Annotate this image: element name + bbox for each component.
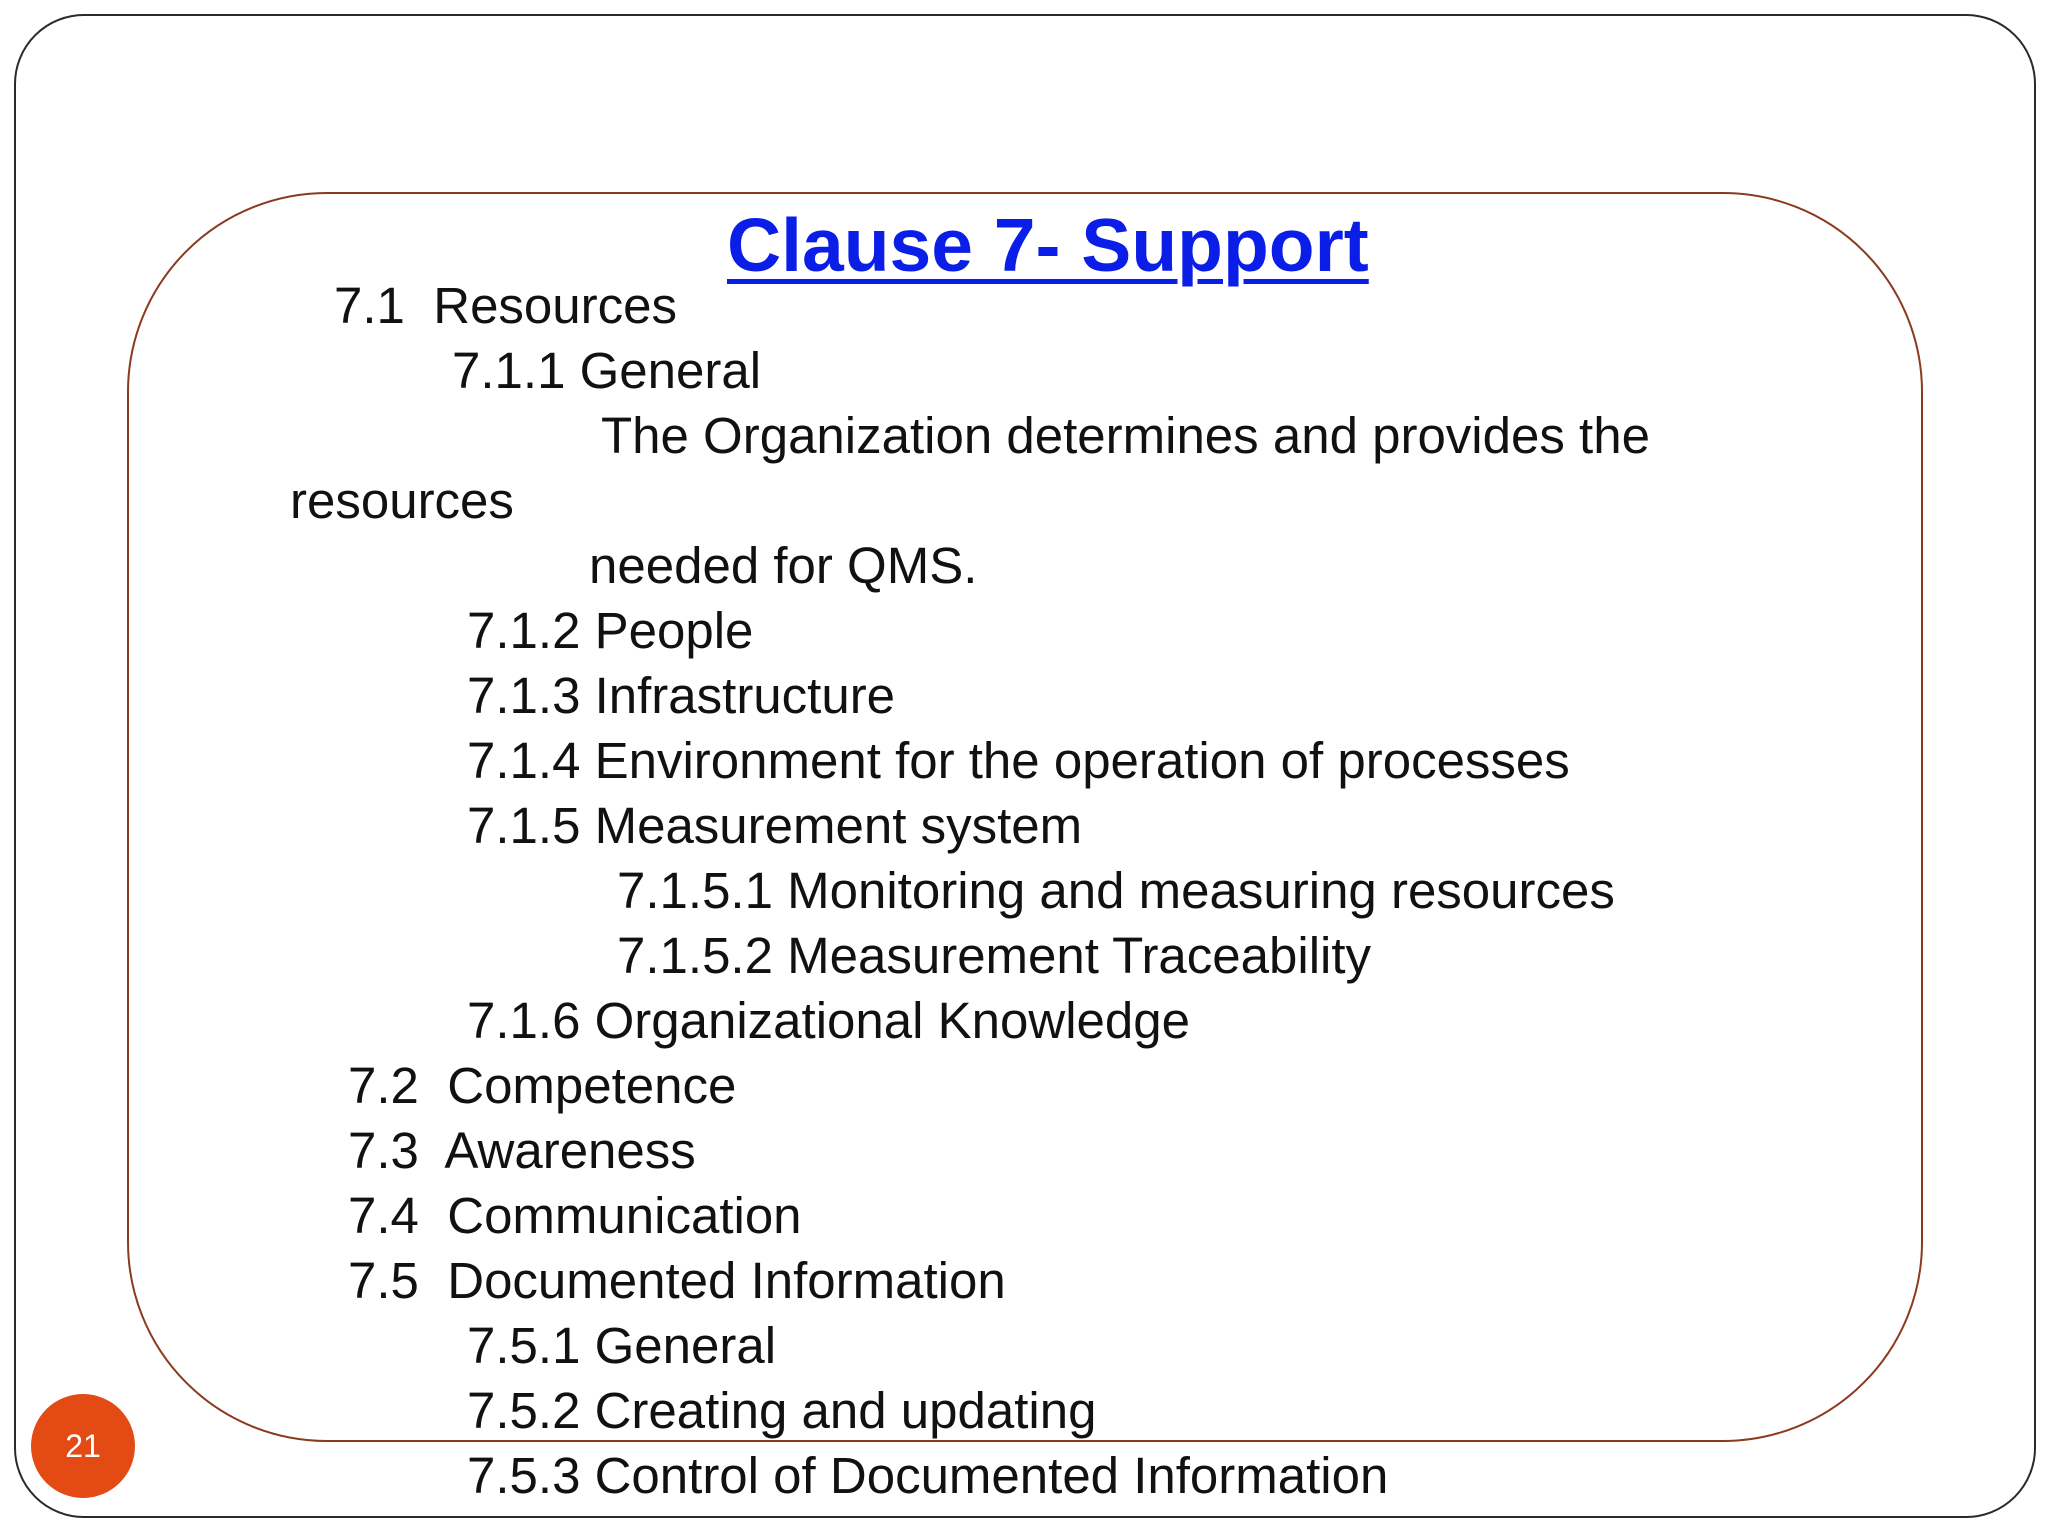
- line-7-5-2-creating: 7.5.2 Creating and updating: [467, 1382, 1097, 1439]
- line-7-1-6-knowledge: 7.1.6 Organizational Knowledge: [467, 992, 1190, 1049]
- line-7-5-documented-information: 7.5 Documented Information: [348, 1252, 1006, 1309]
- line-general-text-2: resources: [290, 472, 514, 529]
- line-7-1-5-1-monitoring: 7.1.5.1 Monitoring and measuring resourc…: [617, 862, 1615, 919]
- line-7-1-1-general: 7.1.1 General: [452, 342, 762, 399]
- line-7-3-awareness: 7.3 Awareness: [348, 1122, 696, 1179]
- line-7-1-5-2-traceability: 7.1.5.2 Measurement Traceability: [617, 927, 1372, 984]
- page-number-badge: 21: [31, 1394, 135, 1498]
- line-7-1-5-measurement: 7.1.5 Measurement system: [467, 797, 1083, 854]
- line-7-1-4-environment: 7.1.4 Environment for the operation of p…: [467, 732, 1570, 789]
- content-panel: [127, 192, 1923, 1442]
- line-7-4-communication: 7.4 Communication: [348, 1187, 802, 1244]
- line-7-5-1-general: 7.5.1 General: [467, 1317, 777, 1374]
- line-general-text-1: The Organization determines and provides…: [601, 407, 1650, 464]
- line-general-text-3: needed for QMS.: [589, 537, 978, 594]
- line-7-5-3-control: 7.5.3 Control of Documented Information: [467, 1447, 1389, 1504]
- line-7-1-3-infrastructure: 7.1.3 Infrastructure: [467, 667, 896, 724]
- slide-title: Clause 7- Support: [727, 203, 1369, 287]
- line-7-1-resources: 7.1 Resources: [334, 277, 678, 334]
- line-7-2-competence: 7.2 Competence: [348, 1057, 737, 1114]
- line-7-1-2-people: 7.1.2 People: [467, 602, 754, 659]
